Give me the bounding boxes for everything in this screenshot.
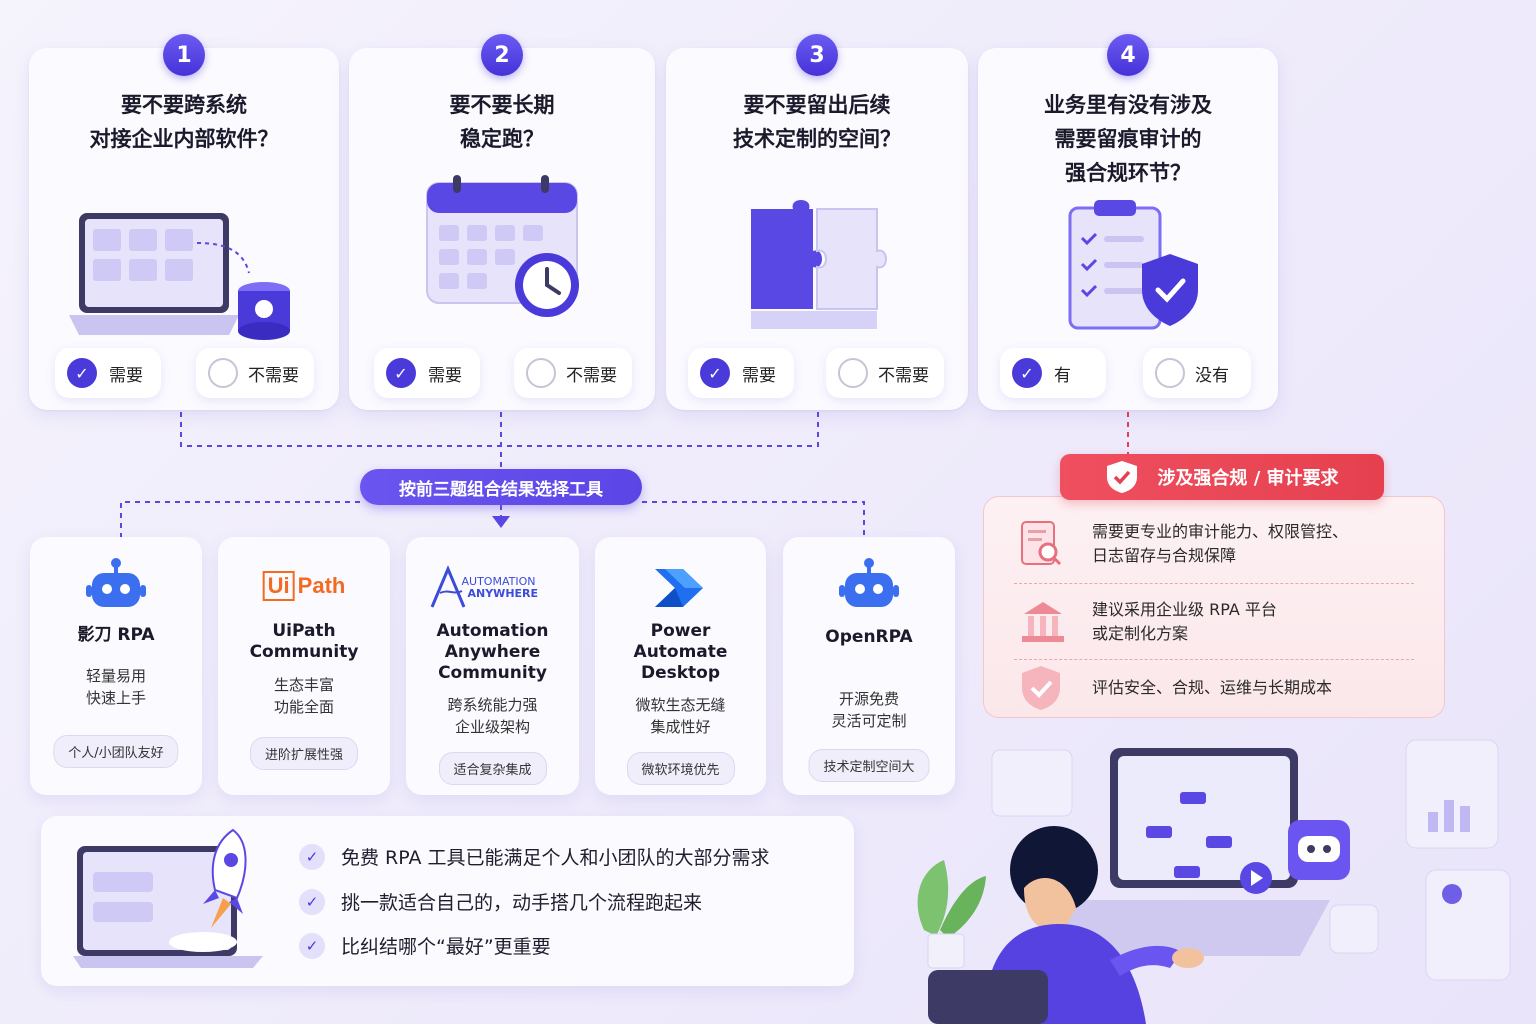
tool-name: 影刀 RPA — [77, 625, 155, 645]
puzzle-icon — [737, 193, 897, 333]
question-title: 业务里有没有涉及 需要留痕审计的 强合规环节？ — [1044, 93, 1212, 185]
question-title: 要不要留出后续 技术定制的空间？ — [733, 93, 901, 151]
check-icon: ✓ — [700, 358, 730, 388]
tool-desc: 微软生态无缝 集成性好 — [635, 696, 726, 736]
tool-desc: 开源免费 灵活可定制 — [831, 690, 907, 730]
clipboard-shield-icon — [1048, 196, 1208, 336]
power-automate-icon — [653, 567, 709, 609]
tool-name: Automation Anywhere Community — [436, 621, 549, 683]
check-icon: ✓ — [67, 358, 97, 388]
tool-tag: 微软环境优先 — [626, 752, 735, 785]
tool-name: Power Automate Desktop — [633, 621, 728, 683]
question-title: 要不要长期 稳定跑？ — [449, 93, 555, 151]
tool-tag: 适合复杂集成 — [438, 752, 547, 785]
robot-icon — [86, 557, 146, 615]
tool-desc: 跨系统能力强 企业级架构 — [447, 696, 538, 736]
option-label: 需要 — [742, 365, 776, 386]
compliance-header: 涉及强合规 / 审计要求 — [1060, 454, 1384, 500]
tool-card-yingdao[interactable]: 影刀 RPA 轻量易用 快速上手 个人/小团队友好 — [30, 537, 202, 795]
check-icon: ✓ — [1012, 358, 1042, 388]
question-title: 要不要跨系统 对接企业内部软件？ — [89, 93, 279, 151]
audit-document-icon — [1020, 520, 1064, 568]
tool-tag: 个人/小团队友好 — [53, 735, 179, 768]
divider — [1014, 659, 1414, 660]
summary-text: 挑一款适合自己的，动手搭几个流程跑起来 — [341, 892, 703, 914]
summary-panel: ✓ 免费 RPA 工具已能满足个人和小团队的大部分需求 ✓ 挑一款适合自己的，动手搭… — [41, 816, 854, 986]
tool-desc: 轻量易用 快速上手 — [85, 667, 146, 707]
calendar-clock-icon — [417, 173, 587, 323]
option-label: 不需要 — [878, 365, 929, 386]
radio-empty-icon — [526, 358, 556, 388]
option-label: 没有 — [1195, 365, 1229, 386]
tool-name: OpenRPA — [825, 627, 913, 647]
rocket-laptop-icon — [73, 824, 273, 974]
compliance-title: 涉及强合规 / 审计要求 — [1157, 468, 1339, 489]
question-card-4: 4 业务里有没有涉及 需要留痕审计的 强合规环节？ ✓有 没有 — [978, 34, 1278, 410]
compliance-panel: 需要更专业的审计能力、权限管控、 日志留存与合规保障 建议采用企业级 RPA 平… — [983, 496, 1445, 718]
step-number: 3 — [796, 34, 838, 76]
option-label: 不需要 — [566, 365, 617, 386]
check-icon: ✓ — [386, 358, 416, 388]
summary-item: ✓ 挑一款适合自己的，动手搭几个流程跑起来 — [299, 888, 702, 915]
step-number: 1 — [163, 34, 205, 76]
summary-text: 免费 RPA 工具已能满足个人和小团队的大部分需求 — [341, 847, 770, 869]
question-card-2: 2 要不要长期 稳定跑？ ✓ 需要 不需要 — [349, 34, 655, 410]
check-icon: ✓ — [299, 843, 325, 870]
question-card-3: 3 要不要留出后续 技术定制的空间？ ✓ 需要 不需要 — [666, 34, 968, 410]
step-number: 2 — [481, 34, 523, 76]
compliance-item: 建议采用企业级 RPA 平台 或定制化方案 — [984, 587, 1444, 657]
tool-selector-label: 按前三题组合结果选择工具 — [360, 469, 642, 505]
tool-tag: 进阶扩展性强 — [249, 737, 359, 770]
person-at-laptop-illustration — [900, 730, 1520, 1024]
option-no[interactable]: 没有 — [1143, 348, 1251, 398]
compliance-text: 需要更专业的审计能力、权限管控、 日志留存与合规保障 — [1092, 522, 1349, 565]
automation-anywhere-logo: AUTOMATION ANYWHERE — [428, 565, 558, 611]
radio-empty-icon — [208, 358, 238, 388]
option-label: 有 — [1054, 365, 1071, 386]
tool-tag: 技术定制空间大 — [808, 749, 930, 782]
summary-item: ✓ 比纠结哪个“最好”更重要 — [299, 932, 551, 959]
compliance-item: 需要更专业的审计能力、权限管控、 日志留存与合规保障 — [984, 509, 1444, 579]
tool-name: UiPath Community — [249, 621, 359, 662]
compliance-text: 建议采用企业级 RPA 平台 或定制化方案 — [1092, 600, 1277, 643]
step-number: 4 — [1107, 34, 1149, 76]
option-no[interactable]: 不需要 — [514, 348, 632, 398]
robot-icon — [839, 557, 899, 615]
question-card-1: 1 要不要跨系统 对接企业内部软件？ ✓ 需要 不需要 — [29, 34, 339, 410]
shield-check-icon — [1020, 664, 1062, 712]
tool-card-openrpa[interactable]: OpenRPA 开源免费 灵活可定制 技术定制空间大 — [783, 537, 955, 795]
option-no[interactable]: 不需要 — [826, 348, 944, 398]
laptop-database-icon — [69, 203, 299, 353]
bank-building-icon — [1020, 600, 1066, 644]
option-no[interactable]: 不需要 — [196, 348, 314, 398]
shield-check-icon — [1107, 461, 1138, 493]
option-label: 需要 — [428, 365, 462, 386]
divider — [1014, 583, 1414, 584]
option-label: 需要 — [109, 365, 143, 386]
compliance-item: 评估安全、合规、运维与长期成本 — [984, 653, 1444, 723]
option-label: 不需要 — [248, 365, 299, 386]
check-icon: ✓ — [299, 932, 325, 959]
option-yes[interactable]: ✓有 — [1000, 348, 1106, 398]
tool-desc: 生态丰富 功能全面 — [273, 676, 334, 716]
option-yes[interactable]: ✓ 需要 — [55, 348, 161, 398]
option-yes[interactable]: ✓ 需要 — [688, 348, 794, 398]
radio-empty-icon — [1155, 358, 1185, 388]
option-yes[interactable]: ✓ 需要 — [374, 348, 480, 398]
compliance-text: 评估安全、合规、运维与长期成本 — [1092, 678, 1333, 697]
tool-card-automation-anywhere[interactable]: AUTOMATION ANYWHERE Automation Anywhere … — [406, 537, 579, 795]
check-icon: ✓ — [299, 888, 325, 915]
tool-card-power-automate[interactable]: Power Automate Desktop 微软生态无缝 集成性好 微软环境优… — [595, 537, 766, 795]
summary-text: 比纠结哪个“最好”更重要 — [341, 936, 551, 958]
radio-empty-icon — [838, 358, 868, 388]
summary-item: ✓ 免费 RPA 工具已能满足个人和小团队的大部分需求 — [299, 843, 770, 870]
